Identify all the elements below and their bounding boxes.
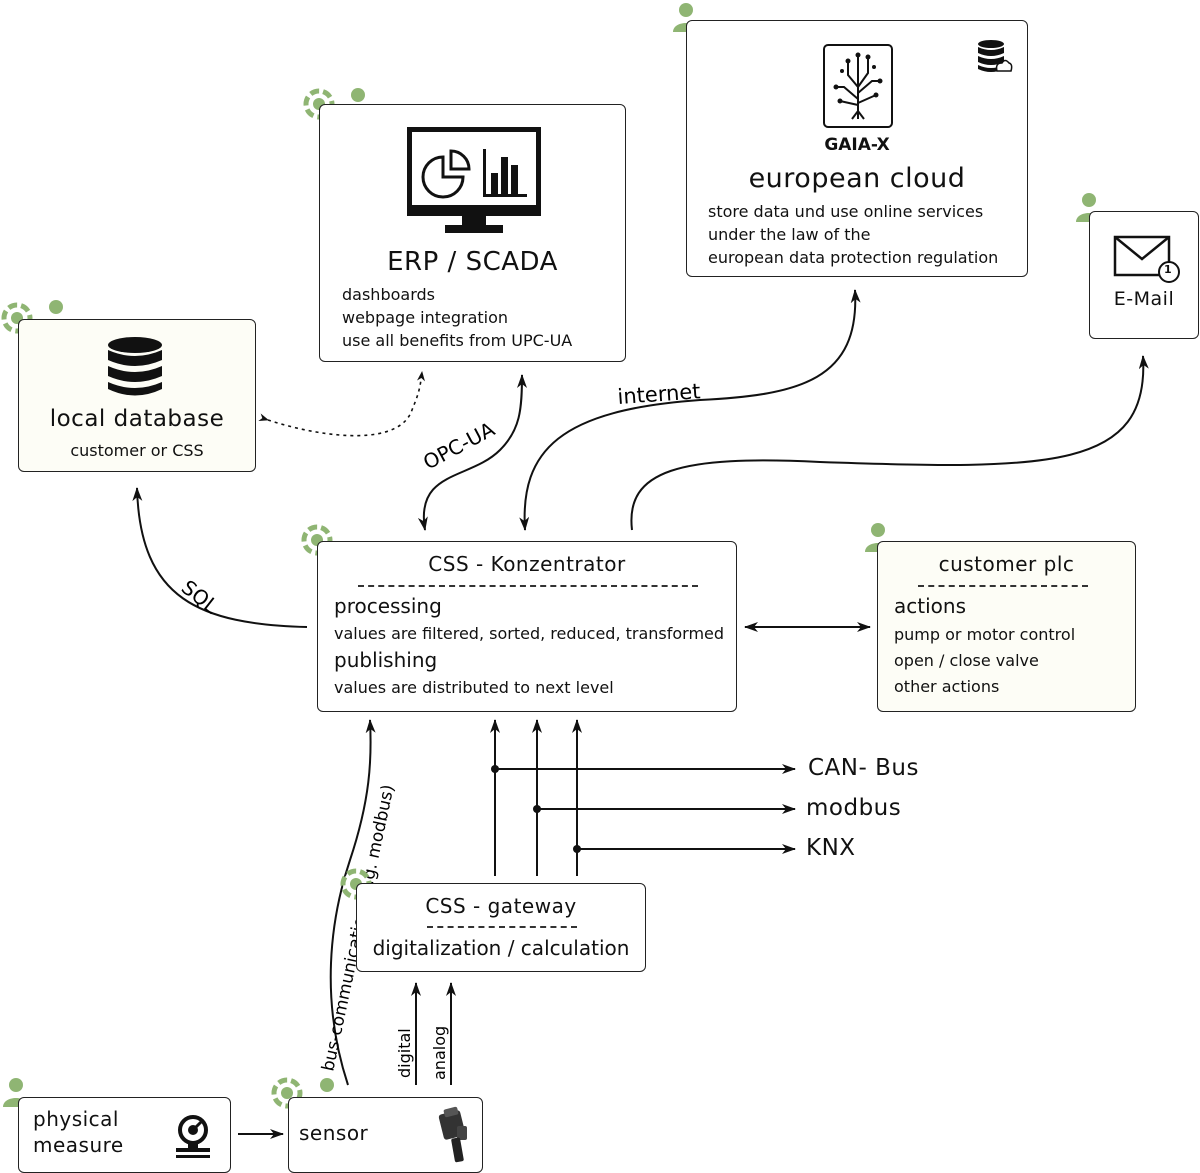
local-database-title: local database [49,406,225,432]
knx-label: KNX [806,835,856,861]
sql-label: SQL [177,575,224,619]
konzentrator-publishing-text: values are distributed to next level [334,678,614,697]
internet-connector [519,289,861,531]
physical-measure-line-2: measure [33,1133,124,1157]
erp-line-2: webpage integration [342,308,509,327]
mail-icon [1113,235,1180,283]
erp-line-1: dashboards [342,285,435,304]
gateway-divider [427,926,577,928]
database-icon [108,337,162,396]
gateway-title: CSS - gateway [425,894,577,918]
email-box: 1 E-Mail [1089,211,1199,339]
physical-measure-line-1: physical [33,1107,119,1131]
erp-scada-box: ERP / SCADA dashboards webpage integrati… [319,104,626,362]
cloud-line-2: under the law of the [708,225,871,244]
gauge-icon [176,1115,210,1158]
plc-line-3: other actions [894,677,1000,696]
plc-line-1: pump or motor control [894,625,1076,644]
css-gateway-box: CSS - gateway digitalization / calculati… [356,883,646,972]
plc-title: customer plc [938,552,1075,576]
email-badge-count: 1 [1164,263,1172,276]
modbus-label: modbus [806,795,902,821]
local-database-subtitle: customer or CSS [70,441,204,460]
gateway-subtitle: digitalization / calculation [372,936,630,960]
konzentrator-processing-heading: processing [334,594,442,618]
analog-label: analog [430,1026,449,1080]
local-database-box: local database customer or CSS [18,319,256,472]
konzentrator-publishing-heading: publishing [334,648,438,672]
can-bus-label: CAN- Bus [808,755,919,781]
db-erp-dotted-connector [258,371,425,437]
css-konzentrator-box: CSS - Konzentrator processing values are… [317,541,737,712]
cloud-line-3: european data protection regulation [708,248,999,267]
plc-actions-heading: actions [894,594,966,618]
customer-plc-box: customer plc actions pump or motor contr… [877,541,1136,712]
erp-title: ERP / SCADA [387,247,558,277]
gaia-x-label: GAIA-X [824,135,890,155]
konzentrator-title: CSS - Konzentrator [428,552,626,576]
cloud-title: european cloud [748,163,966,194]
email-title: E-Mail [1113,288,1175,310]
digital-label: digital [395,1028,414,1078]
internet-label: internet [617,379,702,409]
cloud-database-icon [978,40,1013,72]
bus-communication-connector [329,719,376,1086]
physical-measure-box: physical measure [18,1097,231,1173]
konzentrator-divider [358,585,698,587]
erp-line-3: use all benefits from UPC-UA [342,331,573,350]
opcua-label: OPC-UA [419,417,499,475]
sensor-box: sensor [288,1097,483,1173]
cloud-line-1: store data und use online services [708,202,984,221]
sql-connector [132,487,308,628]
sensor-title: sensor [299,1121,369,1145]
konzentrator-processing-text: values are filtered, sorted, reduced, tr… [334,624,725,643]
gaia-x-tree-logo [823,44,893,128]
sensor-device-icon [438,1106,467,1163]
email-connector [630,355,1149,531]
plc-line-2: open / close valve [894,651,1039,670]
european-cloud-box: GAIA-X european cloud store data und use… [686,20,1028,277]
monitor-chart-icon [407,127,541,233]
plc-divider [918,585,1088,587]
